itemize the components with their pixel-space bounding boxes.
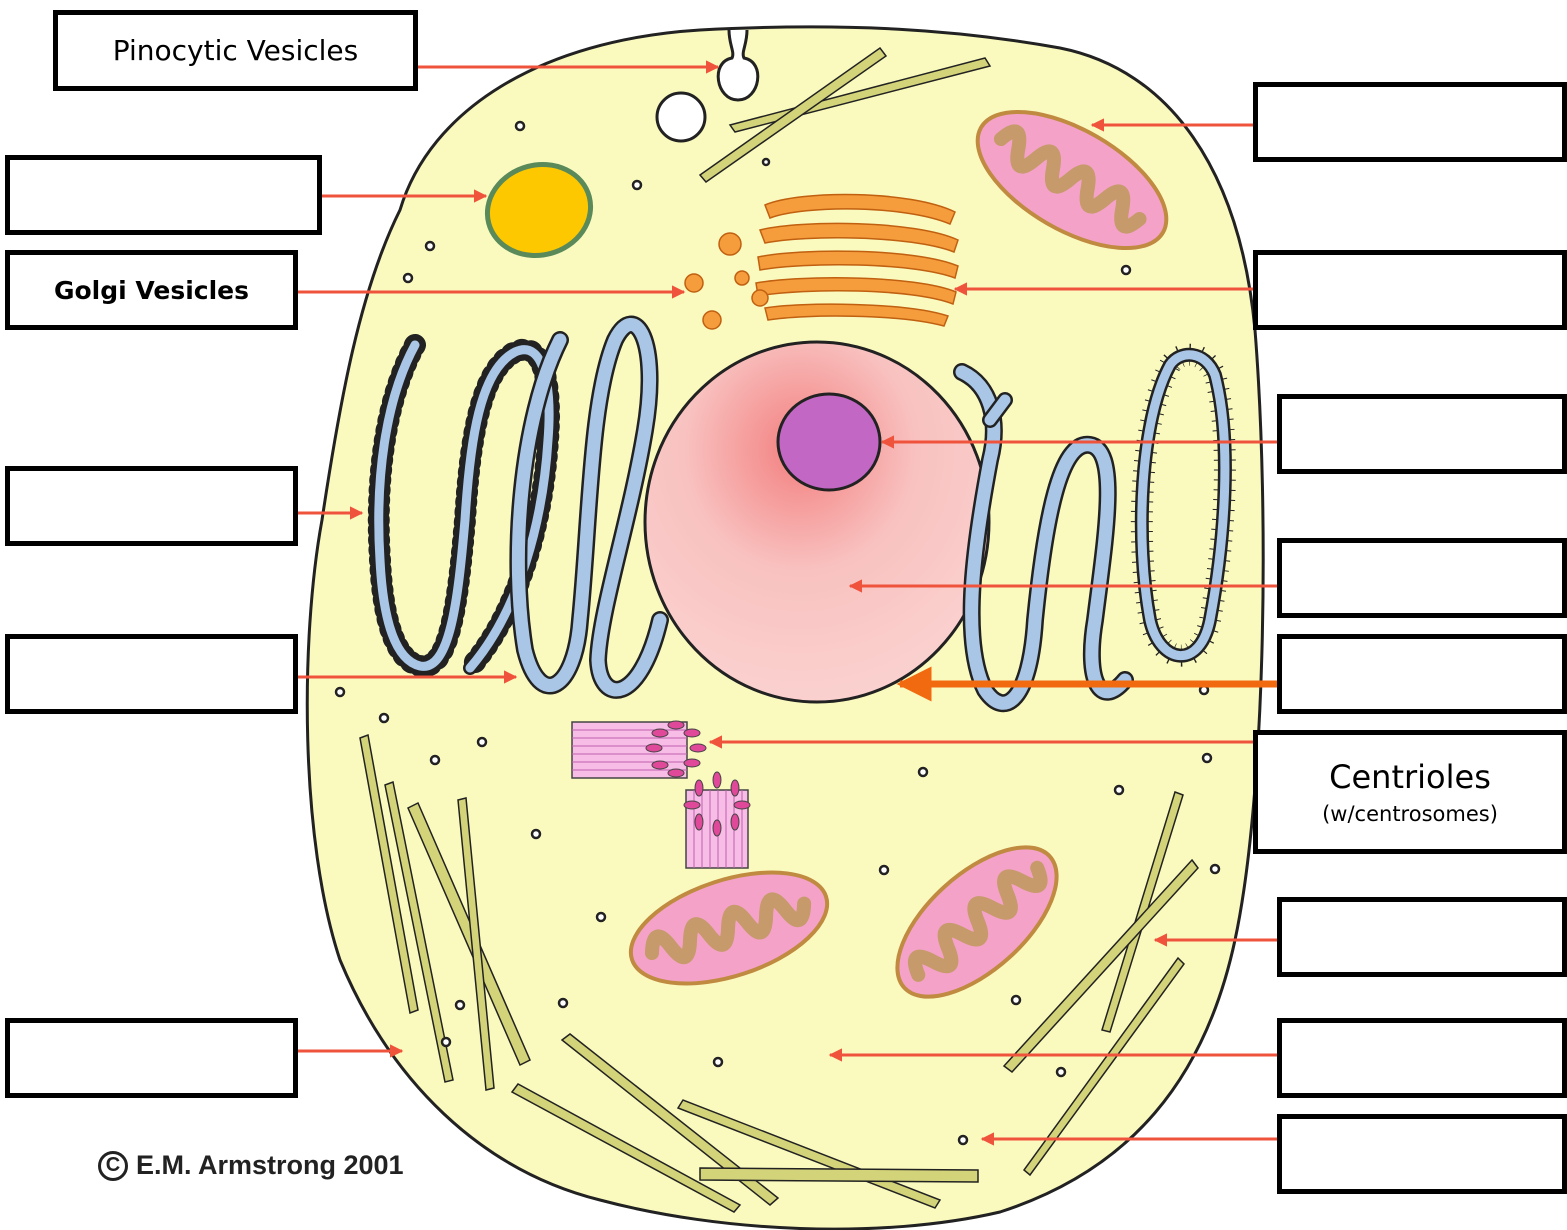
label-blank-cytoskeleton [1277,897,1567,977]
label-blank-lysosome [1277,1114,1567,1194]
label-blank-nucleolus [1277,394,1567,474]
label-blank-smooth-er [5,634,298,714]
label-blank-golgi [1253,250,1567,330]
label-golgi-vesicles: Golgi Vesicles [5,250,298,330]
copyright-notice: C E.M. Armstrong 2001 [98,1150,404,1181]
nucleolus [778,394,880,490]
label-text: Pinocytic Vesicles [113,34,359,67]
label-pinocytic-vesicles: Pinocytic Vesicles [53,10,418,91]
label-blank-cell-membrane [5,1018,298,1098]
label-blank-nuclear-membrane [1277,634,1567,714]
label-blank-rough-er [5,466,298,546]
centriole-horizontal [572,721,706,778]
copyright-text: E.M. Armstrong 2001 [136,1150,404,1181]
label-text: Golgi Vesicles [54,276,249,305]
label-blank-vacuole [5,155,322,235]
label-centrioles: Centrioles (w/centrosomes) [1253,730,1567,854]
copyright-icon: C [98,1151,128,1181]
label-blank-mitochondrion [1253,82,1567,162]
label-blank-cytoplasm [1277,1018,1567,1098]
label-subtext: (w/centrosomes) [1322,802,1498,826]
label-text: Centrioles [1329,758,1491,796]
label-blank-nucleus [1277,538,1567,618]
